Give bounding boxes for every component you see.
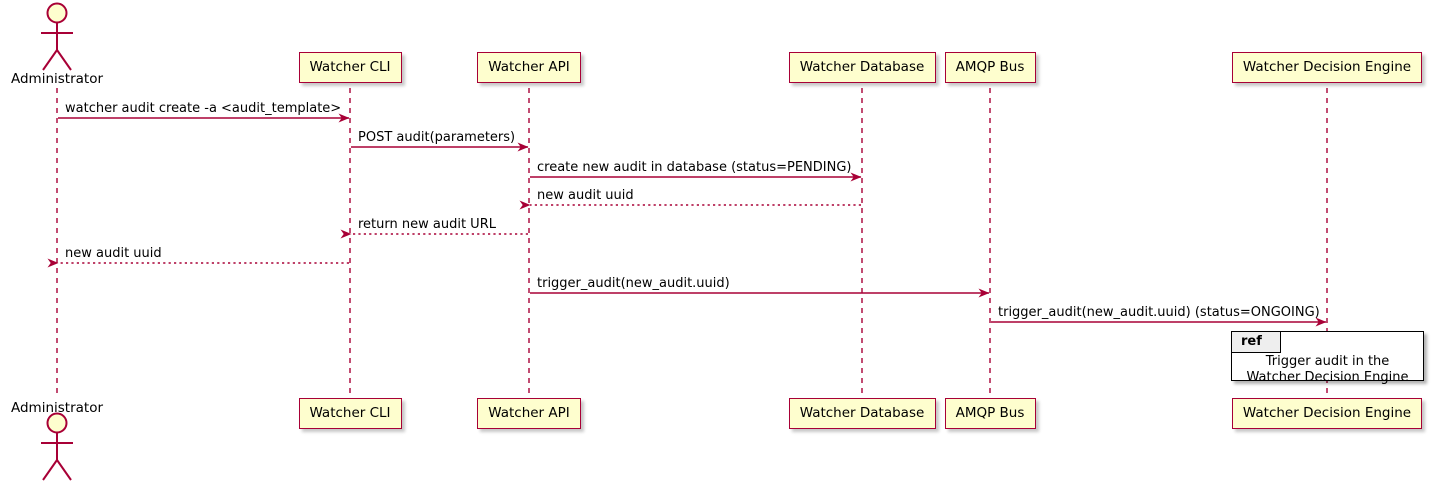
participant-amqp-bus-bottom[interactable]: AMQP Bus [944, 398, 1036, 429]
participant-watcher-cli-top[interactable]: Watcher CLI [298, 52, 402, 83]
actor-label-administrator-top: Administrator [10, 71, 104, 87]
actor-label-administrator-bottom: Administrator [10, 400, 104, 416]
message-label-2: create new audit in database (status=PEN… [537, 160, 852, 175]
ref-fragment-tag: ref [1232, 332, 1281, 353]
participant-watcher-cli-bottom[interactable]: Watcher CLI [298, 398, 402, 429]
actor-figures-group [41, 2, 73, 481]
ref-fragment-line-1: Trigger audit in the [1265, 354, 1390, 369]
participant-watcher-database-top[interactable]: Watcher Database [788, 52, 936, 83]
message-label-0: watcher audit create -a <audit_template> [65, 101, 342, 116]
lifelines-group [56, 88, 1328, 394]
arrows-group [47, 113, 1327, 327]
message-label-1: POST audit(parameters) [358, 130, 516, 145]
message-label-4: return new audit URL [358, 217, 496, 232]
actor-figure-administrator-bottom [41, 412, 73, 481]
participant-watcher-decision-engine-top[interactable]: Watcher Decision Engine [1232, 52, 1422, 83]
actor-figure-administrator-top [41, 2, 73, 71]
participant-watcher-decision-engine-bottom[interactable]: Watcher Decision Engine [1232, 398, 1422, 429]
message-label-7: trigger_audit(new_audit.uuid) (status=ON… [998, 305, 1320, 320]
participant-watcher-database-bottom[interactable]: Watcher Database [788, 398, 936, 429]
participant-watcher-api-top[interactable]: Watcher API [477, 52, 581, 83]
message-label-5: new audit uuid [65, 246, 162, 261]
message-label-3: new audit uuid [537, 188, 634, 203]
message-label-6: trigger_audit(new_audit.uuid) [537, 276, 730, 291]
ref-fragment-line-2: Watcher Decision Engine [1246, 370, 1409, 385]
participant-amqp-bus-top[interactable]: AMQP Bus [944, 52, 1036, 83]
participant-watcher-api-bottom[interactable]: Watcher API [477, 398, 581, 429]
